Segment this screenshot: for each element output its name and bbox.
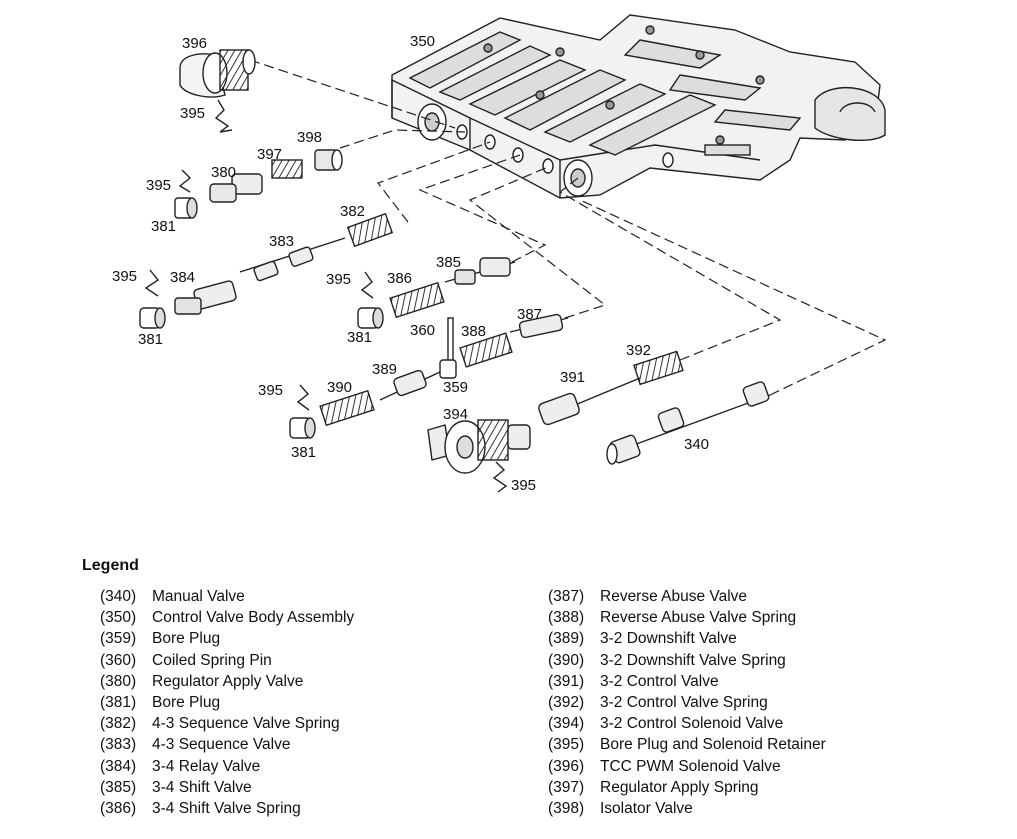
bore-plug-359 (439, 359, 457, 379)
legend-item: (392)3-2 Control Valve Spring (548, 693, 768, 711)
bore-plug-381c (357, 307, 384, 329)
legend-item: (396)TCC PWM Solenoid Valve (548, 757, 781, 775)
callout-381: 381 (138, 331, 164, 348)
legend-left-column: (340)Manual Valve (350)Control Valve Bod… (100, 586, 354, 819)
callout-395: 395 (180, 105, 206, 122)
legend-item: (387)Reverse Abuse Valve (548, 588, 748, 605)
callout-380: 380 (211, 164, 237, 181)
callout-392: 392 (626, 342, 652, 359)
retainer-clip-395c (144, 269, 160, 297)
legend-item: (360)Coiled Spring Pin (100, 651, 272, 669)
alignment-lines (249, 59, 887, 396)
callout-350: 350 (410, 33, 436, 50)
callout-395: 395 (511, 477, 537, 494)
exploded-parts-diagram (139, 14, 887, 493)
callout-359: 359 (443, 379, 469, 396)
reverse-abuse-valve-387 (509, 313, 569, 339)
legend-item: (391)3-2 Control Valve (548, 672, 719, 690)
callout-360: 360 (410, 322, 436, 339)
callout-394: 394 (443, 406, 469, 423)
manual-valve-340 (606, 381, 771, 465)
callout-340: 340 (684, 436, 710, 453)
downshift-valve-389 (379, 369, 441, 401)
callout-395: 395 (146, 177, 172, 194)
retainer-clip-395f (492, 461, 508, 493)
retainer-clip-395e (296, 384, 310, 411)
callout-396: 396 (182, 35, 208, 52)
regulator-apply-spring-397 (271, 159, 303, 179)
legend-item: (359)Bore Plug (100, 630, 221, 648)
legend-item: (382)4-3 Sequence Valve Spring (100, 715, 340, 733)
callout-386: 386 (387, 270, 413, 287)
legend-item: (388)Reverse Abuse Valve Spring (548, 609, 797, 627)
relay-valve-384 (174, 280, 237, 315)
callout-395: 395 (326, 271, 352, 288)
callout-381: 381 (151, 218, 177, 235)
legend-item: (340)Manual Valve (100, 588, 245, 605)
retainer-clip-395b (178, 169, 192, 193)
callout-389: 389 (372, 361, 398, 378)
legend-item: (390)3-2 Downshift Valve Spring (548, 651, 786, 669)
regulator-apply-valve-380 (209, 173, 263, 203)
legend-item: (397)Regulator Apply Spring (548, 778, 759, 796)
legend-item: (383)4-3 Sequence Valve (100, 736, 291, 754)
callout-381: 381 (347, 329, 373, 346)
legend-title: Legend (82, 557, 139, 574)
control-valve-body (391, 14, 886, 199)
sequence-valve-383 (239, 237, 346, 282)
legend-right-column: (387)Reverse Abuse Valve (388)Reverse Ab… (548, 586, 826, 819)
callout-391: 391 (560, 369, 586, 386)
control-valve-spring-392 (633, 350, 684, 386)
tcc-pwm-solenoid-396 (179, 49, 256, 98)
retainer-clip-395d (360, 271, 374, 299)
downshift-valve-spring-390 (319, 389, 375, 427)
legend-item: (350)Control Valve Body Assembly (100, 609, 355, 627)
legend-item: (386)3-4 Shift Valve Spring (100, 799, 301, 817)
callout-381: 381 (291, 444, 317, 461)
bore-plug-381d (289, 417, 316, 439)
bore-plug-381b (139, 307, 166, 329)
callout-390: 390 (327, 379, 353, 396)
legend-item: (380)Regulator Apply Valve (100, 672, 304, 690)
legend-item: (385)3-4 Shift Valve (100, 778, 252, 796)
reverse-abuse-valve-spring-388 (459, 332, 513, 368)
callout-388: 388 (461, 323, 487, 340)
isolator-valve-398 (314, 149, 343, 171)
callout-387: 387 (517, 306, 543, 323)
callout-384: 384 (170, 269, 196, 286)
legend-item: (394)3-2 Control Solenoid Valve (548, 715, 784, 733)
legend-item: (395)Bore Plug and Solenoid Retainer (548, 736, 826, 754)
shift-valve-spring-386 (389, 281, 445, 319)
control-valve-391 (538, 377, 641, 426)
legend-item: (398)Isolator Valve (548, 799, 693, 817)
callout-383: 383 (269, 233, 295, 250)
callout-397: 397 (257, 146, 283, 163)
legend-item: (389)3-2 Downshift Valve (548, 630, 737, 648)
retainer-clip-395a (214, 99, 233, 133)
sequence-valve-spring-382 (346, 212, 394, 248)
callout-395: 395 (112, 268, 138, 285)
callout-395: 395 (258, 382, 284, 399)
callout-382: 382 (340, 203, 366, 220)
callout-385: 385 (436, 254, 462, 271)
shift-valve-385 (444, 257, 516, 285)
legend-item: (381)Bore Plug (100, 693, 221, 711)
callout-398: 398 (297, 129, 323, 146)
coiled-spring-pin-360 (447, 317, 454, 365)
bore-plug-381a (174, 197, 198, 219)
control-solenoid-394 (427, 419, 531, 474)
legend-item: (384)3-4 Relay Valve (100, 757, 261, 775)
